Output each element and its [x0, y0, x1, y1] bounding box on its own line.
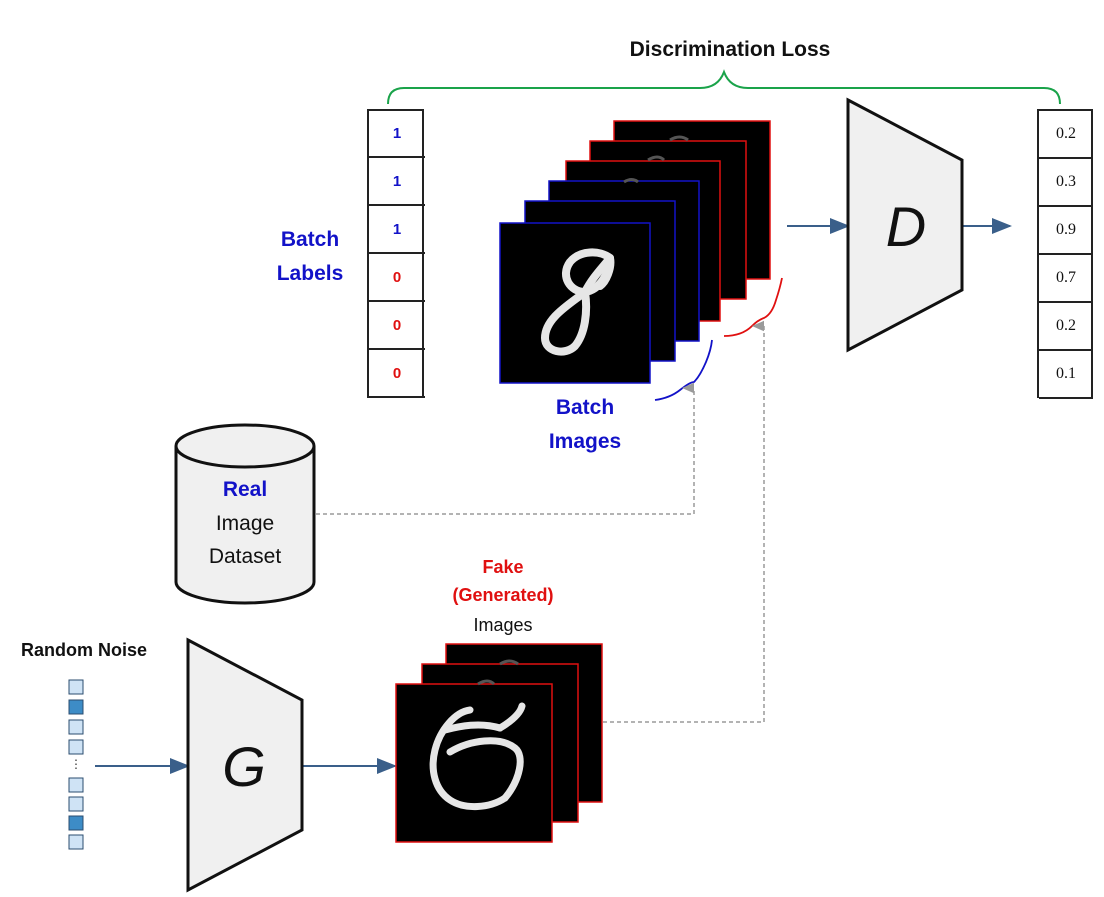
fake-image-stack — [395, 643, 603, 843]
dataset-label-real: Real — [222, 478, 268, 501]
batch-label-cell: 1 — [369, 159, 425, 206]
output-score-cell: 0.2 — [1039, 303, 1093, 351]
batch-label-cell: 0 — [369, 255, 425, 302]
batch-image-stack — [499, 120, 771, 384]
batch-label-value: 0 — [392, 269, 402, 286]
batch-labels-heading-line2: Labels — [276, 262, 344, 285]
batch-images-label-line1: Batch — [555, 396, 615, 419]
fake-images-label-generated: (Generated) — [452, 585, 554, 605]
dataset-label-image: Image — [215, 512, 275, 535]
fake-images-connector — [603, 320, 765, 723]
discriminator-symbol: D — [885, 195, 927, 258]
fake-images-label-fake: Fake — [482, 557, 524, 577]
random-noise-label: Random Noise — [20, 640, 148, 660]
noise-vector-icon: ⋮ — [68, 679, 84, 850]
fake-images-label-images: Images — [473, 615, 533, 635]
batch-label-value: 1 — [392, 221, 402, 238]
fake-brace — [723, 277, 783, 337]
discrimination-loss-title: Discrimination Loss — [629, 38, 831, 61]
batch-label-cell: 1 — [369, 207, 425, 254]
batch-label-value: 1 — [392, 173, 402, 190]
batch-label-cell: 0 — [369, 351, 425, 398]
real-brace — [654, 339, 713, 401]
batch-labels-heading-line1: Batch — [280, 228, 340, 251]
digit-fake-image — [429, 702, 526, 810]
digit-eight-image — [541, 248, 615, 356]
output-score-cell: 0.3 — [1039, 159, 1093, 207]
output-scores-column: 0.2 0.3 0.9 0.7 0.2 0.1 — [1037, 109, 1093, 399]
batch-label-value: 1 — [392, 125, 402, 142]
generator-symbol: G — [222, 735, 266, 798]
discrimination-brace — [387, 69, 1061, 105]
batch-label-cell: 0 — [369, 303, 425, 350]
batch-label-value: 0 — [392, 317, 402, 334]
database-cylinder-icon — [174, 423, 316, 605]
batch-label-value: 0 — [392, 365, 402, 382]
dataset-label-dataset: Dataset — [208, 545, 282, 568]
real-dataset-connector — [316, 382, 695, 515]
svg-text:⋮: ⋮ — [70, 757, 82, 771]
generator-block — [186, 637, 304, 893]
output-score-cell: 0.2 — [1039, 111, 1093, 159]
output-score-cell: 0.1 — [1039, 351, 1093, 399]
batch-label-cell: 1 — [369, 111, 425, 158]
discriminator-block — [846, 97, 964, 353]
output-score-cell: 0.7 — [1039, 255, 1093, 303]
output-score-cell: 0.9 — [1039, 207, 1093, 255]
fake-gen-image-1 — [395, 683, 553, 843]
batch-labels-column: 1 1 1 0 0 0 — [367, 109, 425, 398]
batch-images-label-line2: Images — [548, 430, 622, 453]
